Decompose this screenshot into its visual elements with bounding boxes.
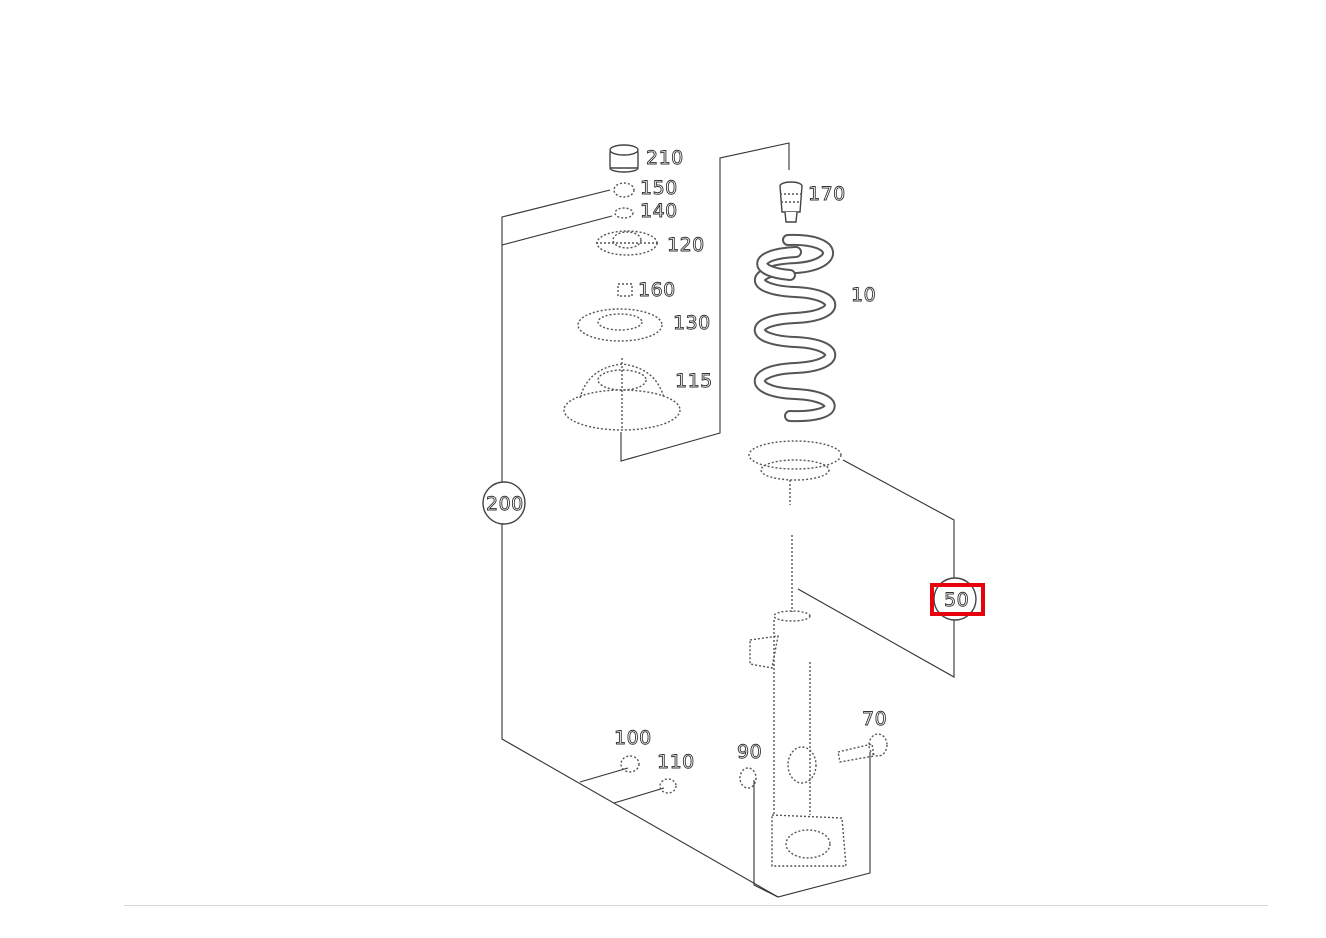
part-120-mount[interactable] xyxy=(596,230,658,256)
part-110-washer[interactable] xyxy=(659,778,677,794)
callout-50[interactable]: 50 xyxy=(944,589,970,612)
callout-140[interactable]: 140 xyxy=(640,200,678,223)
part-shock-absorber[interactable] xyxy=(749,535,847,867)
part-160-bushing[interactable] xyxy=(617,283,633,297)
part-130-bearing[interactable] xyxy=(577,308,663,342)
part-90-nut[interactable] xyxy=(739,767,757,789)
callout-130[interactable]: 130 xyxy=(673,312,711,335)
callout-10[interactable]: 10 xyxy=(851,284,877,307)
part-115-strut-mount[interactable] xyxy=(563,358,681,431)
footer-divider xyxy=(124,905,1268,906)
part-210-cap[interactable] xyxy=(609,144,639,173)
part-10-coil-spring[interactable] xyxy=(754,233,836,423)
callout-200[interactable]: 200 xyxy=(486,493,524,516)
callout-170[interactable]: 170 xyxy=(808,183,846,206)
callout-150[interactable]: 150 xyxy=(640,177,678,200)
part-170-bump-stop[interactable] xyxy=(779,181,803,223)
callout-210[interactable]: 210 xyxy=(646,147,684,170)
callout-120[interactable]: 120 xyxy=(667,234,705,257)
callout-200-circle xyxy=(482,481,526,525)
callout-160[interactable]: 160 xyxy=(638,279,676,302)
bracket-lines xyxy=(501,142,955,898)
callout-70[interactable]: 70 xyxy=(862,708,888,731)
part-spring-seat[interactable] xyxy=(748,440,842,505)
part-140-washer[interactable] xyxy=(614,207,634,219)
part-70-bolt[interactable] xyxy=(837,733,888,763)
callout-90[interactable]: 90 xyxy=(737,741,763,764)
callout-100[interactable]: 100 xyxy=(614,727,652,750)
part-100-nut[interactable] xyxy=(620,755,640,773)
callout-110[interactable]: 110 xyxy=(657,751,695,774)
part-150-ring[interactable] xyxy=(613,182,635,198)
selected-callout-highlight xyxy=(930,583,985,616)
callout-115[interactable]: 115 xyxy=(675,370,713,393)
